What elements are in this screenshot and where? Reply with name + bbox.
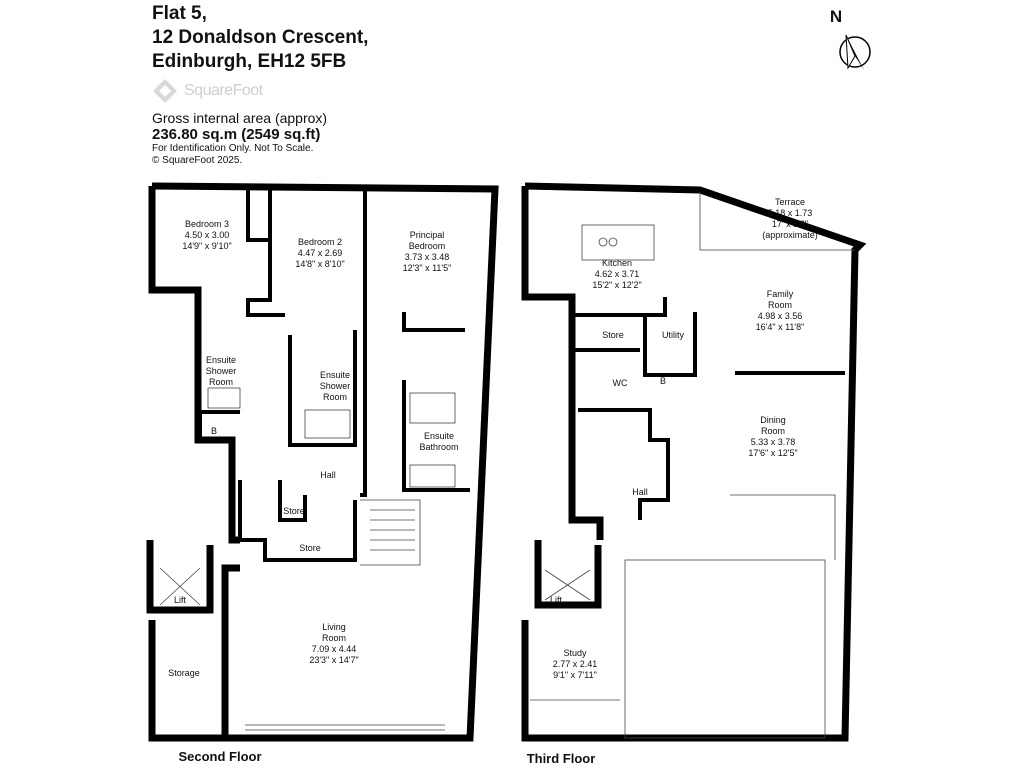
kitchen-imperial: 15'2" x 12'2"	[592, 280, 641, 290]
family-imperial: 16'4" x 11'8"	[756, 322, 805, 332]
principal-metric: 3.73 x 3.48	[405, 252, 450, 262]
boiler-label: B	[211, 426, 217, 436]
ensuite1-l1: Ensuite	[206, 355, 236, 365]
compass-label: N	[830, 7, 842, 26]
hall-label: Hall	[320, 470, 336, 480]
disclaimer: For Identification Only. Not To Scale.	[152, 143, 314, 154]
ensuite-bath-l1: Ensuite	[424, 431, 454, 441]
dining-name1: Dining	[760, 415, 786, 425]
gia-label: Gross internal area (approx)	[152, 110, 328, 126]
squarefoot-logo: SquareFoot	[152, 78, 368, 104]
terrace-imperial: 17' x 5'8"	[772, 219, 808, 229]
principal-name1: Principal	[410, 230, 445, 240]
ensuite2-l3: Room	[323, 392, 347, 402]
utility-label: Utility	[662, 330, 684, 340]
second-floor-walls	[146, 182, 499, 742]
ensuite1-l2: Shower	[206, 366, 237, 376]
kitchen-metric: 4.62 x 3.71	[595, 269, 640, 279]
bedroom3-imperial: 14'9" x 9'10"	[182, 241, 231, 251]
address-line-1: Flat 5,	[152, 3, 207, 24]
family-metric: 4.98 x 3.56	[758, 311, 803, 321]
store2-label: Store	[299, 543, 321, 553]
living-name1: Living	[322, 622, 346, 632]
living-imperial: 23'3" x 14'7"	[309, 655, 358, 665]
third-floor-labels: Terrace 5.18 x 1.73 17' x 5'8" (approxim…	[527, 197, 818, 766]
lift-label: Lift	[174, 595, 187, 605]
bedroom2-imperial: 14'8" x 8'10"	[295, 259, 344, 269]
logo-text: SquareFoot	[184, 82, 263, 99]
dining-metric: 5.33 x 3.78	[751, 437, 796, 447]
gia-value: 236.80 sq.m (2549 sq.ft)	[152, 126, 321, 143]
address-line-3: Edinburgh, EH12 5FB	[152, 51, 347, 72]
bedroom2-name: Bedroom 2	[298, 237, 342, 247]
terrace-note: (approximate)	[762, 230, 818, 240]
lift-label-3f: Lift	[550, 595, 563, 605]
third-floor-walls	[521, 182, 867, 742]
terrace-metric: 5.18 x 1.73	[768, 208, 813, 218]
study-imperial: 9'1" x 7'11"	[553, 670, 597, 680]
principal-imperial: 12'3" x 11'5"	[403, 263, 452, 273]
ensuite2-l2: Shower	[320, 381, 351, 391]
bedroom3-name: Bedroom 3	[185, 219, 229, 229]
store1-label: Store	[283, 506, 305, 516]
ensuite2-l1: Ensuite	[320, 370, 350, 380]
bedroom3-metric: 4.50 x 3.00	[185, 230, 230, 240]
dining-imperial: 17'6" x 12'5"	[748, 448, 797, 458]
dining-name2: Room	[761, 426, 785, 436]
kitchen-name: Kitchen	[602, 258, 632, 268]
north-arrow-icon: N	[830, 7, 871, 70]
wc-label: WC	[613, 378, 628, 388]
family-name2: Room	[768, 300, 792, 310]
second-floor-labels: Bedroom 3 4.50 x 3.00 14'9" x 9'10" Bedr…	[168, 219, 458, 764]
copyright: © SquareFoot 2025.	[152, 155, 243, 166]
principal-name2: Bedroom	[409, 241, 446, 251]
living-name2: Room	[322, 633, 346, 643]
squarefoot-logo-icon	[153, 79, 177, 103]
boiler-label-3f: B	[660, 376, 666, 386]
terrace-name: Terrace	[775, 197, 805, 207]
ensuite1-l3: Room	[209, 377, 233, 387]
hall-label-3f: Hall	[632, 487, 648, 497]
living-metric: 7.09 x 4.44	[312, 644, 357, 654]
address-line-2: 12 Donaldson Crescent,	[152, 27, 369, 48]
store-label: Store	[602, 330, 624, 340]
third-floor-label: Third Floor	[527, 751, 596, 766]
bedroom2-metric: 4.47 x 2.69	[298, 248, 343, 258]
study-name: Study	[563, 648, 587, 658]
family-name1: Family	[767, 289, 794, 299]
second-floor-label: Second Floor	[178, 749, 261, 764]
study-metric: 2.77 x 2.41	[553, 659, 598, 669]
header: Flat 5, 12 Donaldson Crescent, Edinburgh…	[152, 2, 368, 167]
ensuite-bath-l2: Bathroom	[419, 442, 458, 452]
storage-label: Storage	[168, 668, 200, 678]
